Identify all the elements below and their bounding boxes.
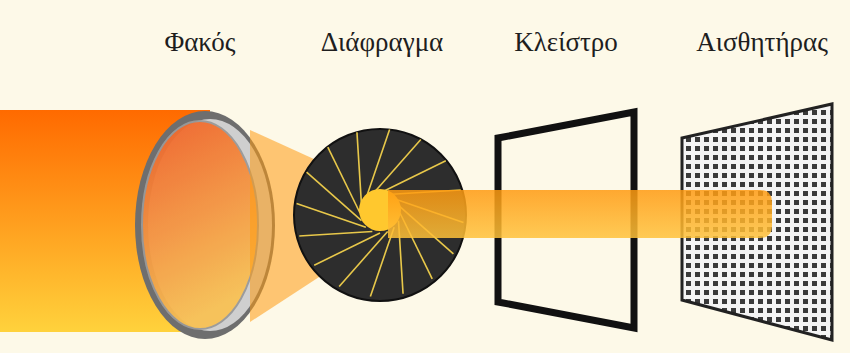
sensor-label: Αισθητήρας	[696, 28, 828, 58]
blade-line	[299, 231, 372, 236]
blade-line	[372, 140, 420, 195]
blade-line	[328, 147, 360, 213]
blade-line	[307, 172, 362, 220]
blade-line	[380, 161, 446, 193]
diaphragm-label: Διάφραγμα	[321, 28, 444, 58]
blade-line	[314, 233, 380, 265]
blade-line	[339, 231, 387, 286]
shutter-label: Κλείστρο	[514, 28, 618, 58]
blade-line	[357, 132, 362, 205]
lens-glass	[142, 121, 258, 329]
focused-beam	[388, 190, 772, 238]
lens-label: Φακός	[164, 28, 235, 58]
